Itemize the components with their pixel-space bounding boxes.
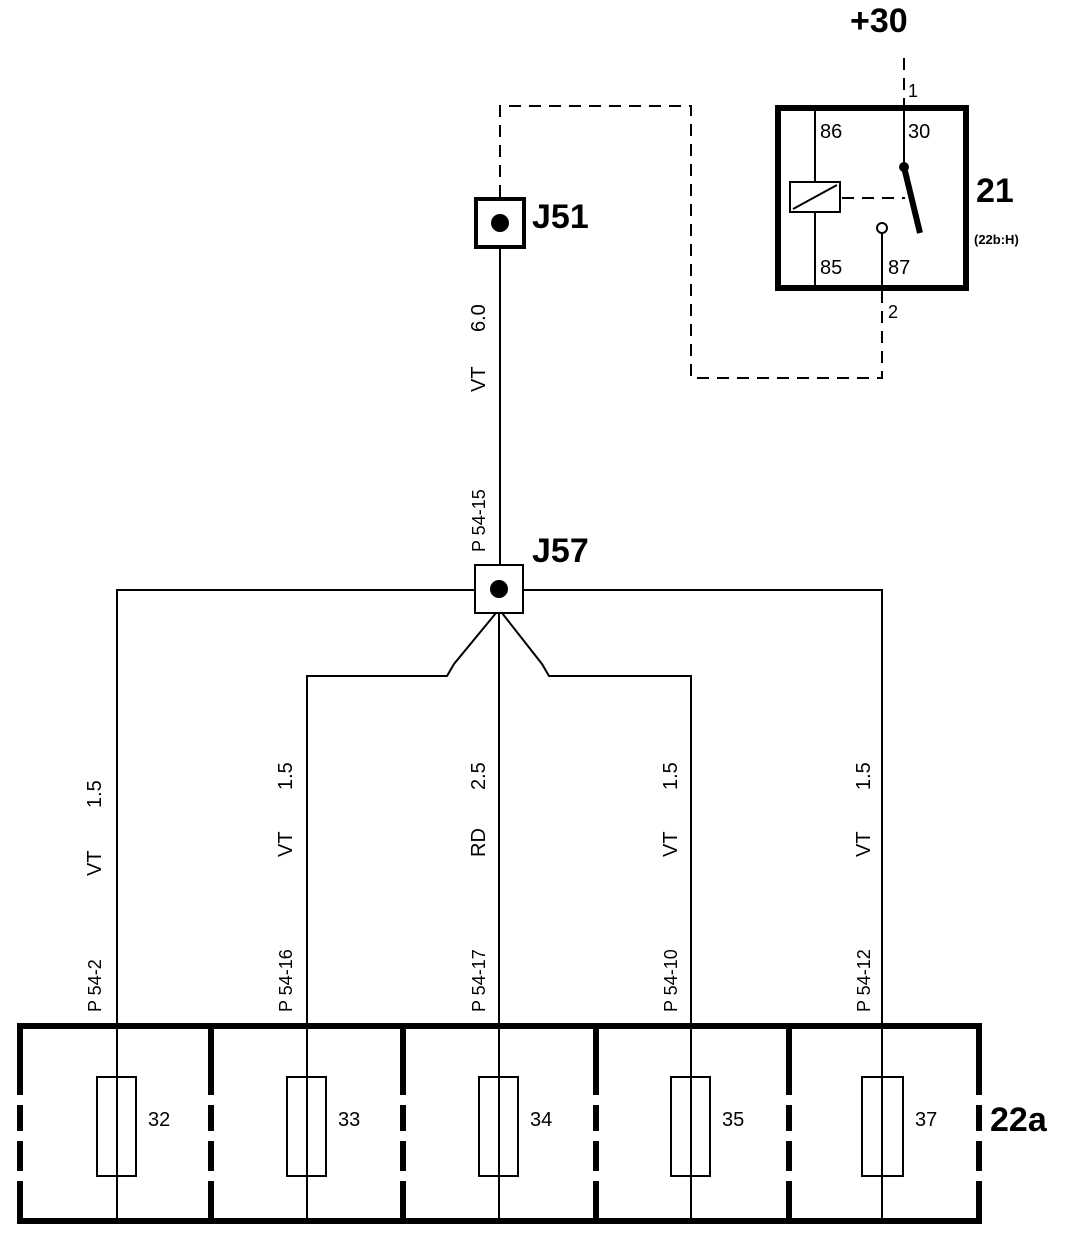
relay-id-label: 21 [976, 172, 1014, 210]
branch-color: VT [275, 831, 297, 857]
branch-size: 1.5 [853, 762, 875, 790]
fuse-box-22a: 32 33 34 35 37 22a [17, 1023, 1048, 1224]
relay-pin-87-label: 87 [888, 257, 910, 279]
relay-output-wire [499, 105, 883, 379]
junction-j51-dot [491, 214, 509, 232]
branch-wire-35 [501, 612, 692, 1222]
supply-label: +30 [850, 2, 908, 40]
relay-housing [775, 105, 969, 291]
branch-connector: P 54-2 [85, 959, 105, 1012]
junction-j51-label: J51 [532, 198, 589, 236]
junction-j57: J57 [474, 532, 589, 614]
relay-pin-30-label: 30 [908, 121, 930, 143]
main-wire-color: VT [468, 366, 490, 392]
fuse-box-label: 22a [990, 1101, 1048, 1139]
fuse-label: 37 [915, 1109, 937, 1131]
relay-pin-85-label: 85 [820, 257, 842, 279]
branch-size: 1.5 [660, 762, 682, 790]
relay-contact-87 [876, 222, 888, 234]
relay-switch-pivot [899, 162, 909, 172]
branch-size: 1.5 [84, 780, 106, 808]
fuse-label: 33 [338, 1109, 360, 1131]
branch-color: VT [853, 831, 875, 857]
branch-labels: VT 1.5 P 54-2 VT 1.5 P 54-16 RD 2.5 P 54… [84, 762, 875, 1012]
relay-pin-2-label: 2 [888, 302, 898, 322]
branch-color: VT [660, 831, 682, 857]
relay-pin-86-label: 86 [820, 121, 842, 143]
branch-connector: P 54-12 [854, 949, 874, 1012]
branch-size: 1.5 [275, 762, 297, 790]
junction-j57-label: J57 [532, 532, 589, 570]
branch-wire-32 [116, 589, 475, 1222]
main-wire-connector: P 54-15 [469, 489, 489, 552]
branch-connector: P 54-17 [469, 949, 489, 1012]
relay-21: 86 30 85 87 21 (22b:H) [775, 105, 1019, 291]
branch-connector: P 54-16 [276, 949, 296, 1012]
relay-ref-label: (22b:H) [974, 232, 1019, 247]
branch-color: RD [468, 828, 490, 857]
fuse-label: 34 [530, 1109, 552, 1131]
relay-coil-diagonal [792, 184, 838, 210]
fuse-label: 35 [722, 1109, 744, 1131]
branch-color: VT [84, 850, 106, 876]
relay-switch-contact [901, 166, 923, 234]
branch-wire-37 [523, 589, 883, 1222]
fuse-label: 32 [148, 1109, 170, 1131]
main-wire-size: 6.0 [468, 304, 490, 332]
junction-j57-dot [490, 580, 508, 598]
relay-pin-1-label: 1 [908, 81, 918, 101]
branch-wire-33 [306, 612, 497, 1222]
branch-connector: P 54-10 [661, 949, 681, 1012]
junction-j51: J51 [474, 197, 589, 249]
branch-size: 2.5 [468, 762, 490, 790]
